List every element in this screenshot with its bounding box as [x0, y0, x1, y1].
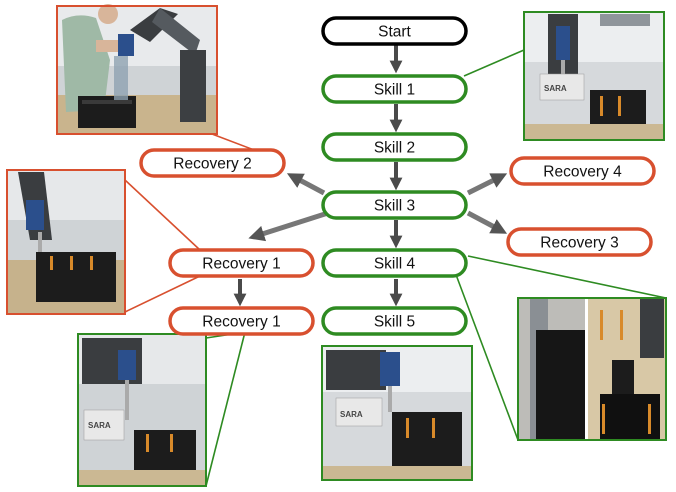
callout-line [124, 179, 201, 251]
node-skill-3: Skill 3 [321, 190, 468, 220]
node-recovery-2: Recovery 2 [139, 148, 286, 178]
node-label: Start [378, 24, 411, 41]
photo-recovery-1 [7, 170, 125, 314]
callout-line [467, 255, 667, 299]
photo-frame [6, 169, 126, 315]
node-recovery-1-second: Recovery 1 [168, 306, 315, 336]
node-skill-1: Skill 1 [321, 74, 468, 104]
sara-logo-text: SARA [88, 421, 111, 430]
node-label: Recovery 1 [202, 314, 280, 331]
photo-frame [321, 345, 473, 481]
callout-line [205, 331, 246, 487]
node-skill-4: Skill 4 [321, 248, 468, 278]
node-recovery-4: Recovery 4 [509, 156, 656, 186]
node-label: Skill 1 [374, 82, 415, 99]
photo-human-demonstration [57, 4, 217, 134]
photo-frame [77, 333, 207, 487]
node-label: Recovery 4 [543, 164, 622, 181]
flow-arrows [233, 45, 508, 307]
node-start: Start [321, 16, 468, 46]
node-label: Recovery 1 [202, 256, 280, 273]
arrow-skill-3-to-recovery-1 [248, 210, 329, 242]
node-label: Skill 3 [374, 198, 415, 215]
photo-frame [517, 297, 667, 441]
node-label: Skill 2 [374, 140, 415, 157]
photo-skill-1: SARA [524, 12, 664, 140]
node-label: Recovery 3 [540, 235, 618, 252]
arrow-skill-3-to-recovery-4 [466, 173, 508, 196]
node-recovery-1-first: Recovery 1 [168, 248, 315, 278]
node-label: Recovery 2 [173, 156, 251, 173]
arrow-skill-3-to-recovery-3 [466, 210, 508, 234]
photo-skill-5: SARA [322, 346, 472, 480]
node-label: Skill 5 [374, 314, 415, 331]
node-skill-5: Skill 5 [321, 306, 468, 336]
node-label: Skill 4 [374, 256, 416, 273]
photo-recovery-1-result: SARA [78, 334, 206, 486]
sara-logo-text: SARA [544, 84, 567, 93]
photo-frame [523, 11, 665, 141]
callout-line [463, 49, 525, 77]
photo-skill-4 [518, 298, 666, 440]
callout-line [124, 275, 201, 313]
callout-line [454, 271, 519, 441]
arrow-skill-3-to-recovery-2 [286, 173, 326, 196]
node-recovery-3: Recovery 3 [506, 227, 653, 257]
sara-logo-text: SARA [340, 410, 363, 419]
node-skill-2: Skill 2 [321, 132, 468, 162]
photo-frame [56, 5, 218, 135]
